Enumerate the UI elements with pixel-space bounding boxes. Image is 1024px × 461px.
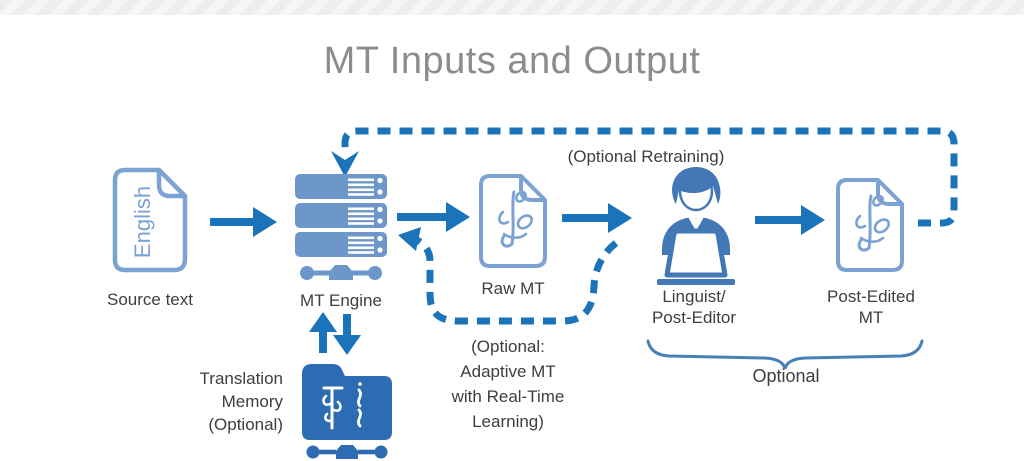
annotation-brace-optional: Optional — [752, 366, 820, 386]
translated-script-glyph — [855, 194, 890, 252]
hair — [672, 167, 721, 204]
person-at-laptop-icon — [657, 167, 735, 285]
laptop-screen — [664, 228, 728, 278]
collar — [688, 217, 704, 231]
caption-post-edited: Post-Edited MT — [827, 287, 915, 327]
brace-icon — [646, 339, 924, 370]
annotation-adaptive-mt: (Optional: Adaptive MT with Real-Time Le… — [451, 337, 565, 431]
arrowhead-left-icon — [398, 227, 421, 251]
memory-script-glyph — [322, 382, 362, 430]
flow-arrows — [210, 202, 825, 237]
retraining-loop — [331, 127, 958, 227]
arrow-down-icon — [333, 314, 361, 355]
arrow-icon — [562, 203, 632, 233]
annotation-optional-retraining: (Optional Retraining) — [567, 147, 725, 166]
source-document-icon: English — [112, 167, 188, 273]
source-doc-language-label: English — [130, 186, 155, 258]
page-title: MT Inputs and Output — [323, 40, 701, 82]
arrow-icon — [210, 207, 277, 237]
caption-translation-memory: Translation Memory (Optional) — [199, 369, 283, 434]
server-stack-icon — [295, 174, 387, 280]
caption-raw-mt: Raw MT — [481, 279, 545, 298]
caption-source-text: Source text — [107, 290, 193, 309]
tm-bidirectional-arrows — [309, 312, 361, 355]
caption-linguist: Linguist/ Post-Editor — [651, 287, 737, 327]
adaptive-loop — [398, 227, 619, 325]
arrow-icon — [755, 205, 825, 235]
network-node-icon — [300, 265, 382, 280]
dashed-loop-icon — [341, 127, 958, 227]
arrow-icon — [397, 202, 470, 232]
post-edited-document-icon — [836, 178, 904, 272]
network-node-icon — [306, 445, 388, 459]
raw-mt-document-icon — [479, 174, 547, 268]
arrowhead-down-icon — [331, 151, 359, 177]
dashed-loop-icon — [415, 237, 619, 325]
translated-script-glyph — [498, 190, 533, 248]
translation-memory-folder-icon — [302, 364, 392, 459]
arrow-up-icon — [309, 312, 337, 353]
laptop-base — [657, 279, 735, 285]
caption-mt-engine: MT Engine — [300, 291, 382, 310]
decorative-stripe-band — [0, 0, 1024, 15]
